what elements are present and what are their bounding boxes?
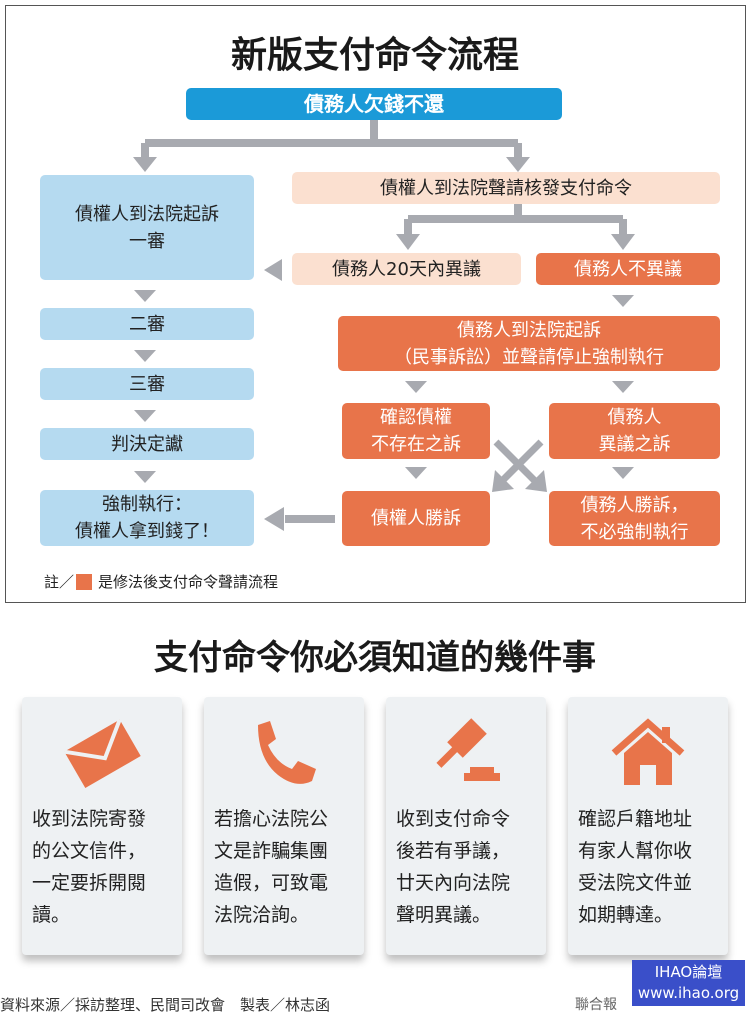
flowchart-frame: [5, 5, 746, 603]
watermark-name: IHAO論壇: [654, 963, 723, 981]
legend-note: 註／ 是修法後支付命令聲請流程: [44, 571, 278, 592]
tip-card: 若擔心法院公 文是詐騙集團 造假，可致電 法院洽詢。: [204, 697, 364, 955]
debtor-wins-box: 債務人勝訴， 不必強制執行: [549, 491, 720, 546]
final-judgment-box: 判決定讞: [40, 428, 254, 460]
creditor-sue-box: 債權人到法院起訴 一審: [40, 175, 254, 280]
debtor-sue-box: 債務人到法院起訴 （民事訴訟）並聲請停止強制執行: [338, 316, 720, 371]
orange-legend-swatch: [76, 573, 93, 590]
apply-order-box: 債權人到法院聲請核發支付命令: [292, 172, 720, 204]
gavel-icon: [436, 718, 500, 781]
tip-card: 確認戶籍地址 有家人幫你收 受法院文件並 如期轉達。: [568, 697, 728, 955]
tip-text: 若擔心法院公 文是詐騙集團 造假，可致電 法院洽詢。: [214, 808, 329, 926]
tip-text: 確認戶籍地址 有家人幫你收 受法院文件並 如期轉達。: [578, 808, 693, 926]
tip-card: 收到支付命令 後若有爭議， 廿天內向法院 聲明異議。: [386, 697, 546, 955]
note-text: 是修法後支付命令聲請流程: [98, 573, 279, 591]
phone-icon: [258, 721, 316, 784]
publisher: 聯合報: [575, 997, 617, 1013]
flow-arrows: [133, 120, 635, 531]
creditor-wins-box: 債權人勝訴: [342, 491, 490, 546]
tip-text: 收到法院寄發 的公文信件， 一定要拆開閱 讀。: [32, 808, 147, 926]
envelope-icon: [63, 718, 141, 789]
objection-box: 債務人20天內異議: [292, 253, 521, 285]
watermark-url: www.ihao.org: [637, 984, 740, 1002]
no-objection-box: 債務人不異議: [536, 253, 720, 285]
source-credit: 資料來源／採訪整理、民間司改會 製表／林志函: [0, 996, 331, 1014]
start-box: 債務人欠錢不還: [186, 88, 562, 120]
second-instance-box: 二審: [40, 308, 254, 340]
tips-title: 支付命令你必須知道的幾件事: [154, 638, 596, 678]
enforcement-box: 強制執行： 債權人拿到錢了！: [40, 490, 254, 546]
watermark: IHAO論壇 www.ihao.org: [632, 960, 745, 1006]
tip-text: 收到支付命令 後若有爭議， 廿天內向法院 聲明異議。: [396, 808, 511, 926]
third-instance-box: 三審: [40, 368, 254, 400]
tip-card: 收到法院寄發 的公文信件， 一定要拆開閱 讀。: [22, 697, 182, 955]
flowchart-title: 新版支付命令流程: [230, 35, 519, 76]
note-prefix: 註／: [44, 573, 75, 591]
house-icon: [611, 718, 685, 785]
confirm-claim-box: 確認債權 不存在之訴: [342, 403, 490, 459]
debtor-objection-box: 債務人 異議之訴: [549, 403, 720, 459]
